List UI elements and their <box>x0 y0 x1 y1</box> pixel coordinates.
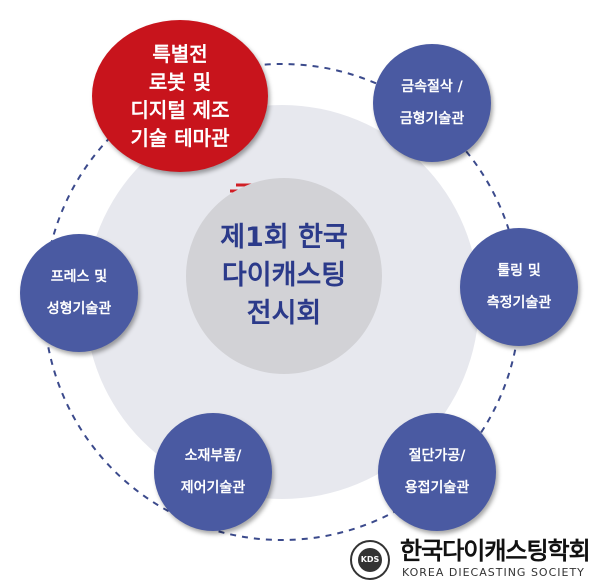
society-korean-name: 한국다이캐스팅학회 <box>400 537 591 565</box>
kds-emblem-icon: KDS <box>350 540 390 580</box>
society-logo: KDS 한국다이캐스팅학회 KOREA DIECASTING SOCIETY <box>350 536 596 582</box>
node-line: 툴링 및 <box>497 263 541 279</box>
emblem-text: KDS <box>358 548 382 572</box>
node-line: 절단가공/ <box>408 448 466 464</box>
hall-node-materials[interactable]: 소재부품/ 제어기술관 <box>154 413 272 531</box>
node-line: 프레스 및 <box>50 269 108 285</box>
hall-node-tooling[interactable]: 툴링 및 측정기술관 <box>460 228 578 346</box>
center-line: 전시회 <box>246 298 322 329</box>
node-line: 용접기술관 <box>404 480 470 496</box>
node-line: 측정기술관 <box>486 295 552 311</box>
special-node-line: 로봇 및 <box>148 70 212 94</box>
node-line: 금형기술관 <box>399 111 465 127</box>
hall-node-metal-cutting[interactable]: 금속절삭 / 금형기술관 <box>373 44 491 162</box>
special-exhibition-node[interactable]: 특별전 로봇 및 디지털 제조 기술 테마관 <box>92 20 268 172</box>
node-line: 소재부품/ <box>184 448 242 464</box>
node-line: 제어기술관 <box>180 480 246 496</box>
hall-node-press[interactable]: 프레스 및 성형기술관 <box>20 234 138 352</box>
society-english-name: KOREA DIECASTING SOCIETY <box>402 566 585 579</box>
hall-node-welding[interactable]: 절단가공/ 용접기술관 <box>378 413 496 531</box>
node-line: 성형기술관 <box>46 301 112 317</box>
special-node-line: 특별전 <box>152 42 208 66</box>
center-line: 제1회 한국 <box>220 222 348 253</box>
special-node-line: 디지털 제조 <box>130 98 230 122</box>
center-line: 다이캐스팅 <box>221 260 347 291</box>
node-line: 금속절삭 / <box>401 79 463 95</box>
special-node-line: 기술 테마관 <box>130 126 230 150</box>
center-title: 제1회 한국 다이캐스팅 전시회 <box>186 178 382 374</box>
